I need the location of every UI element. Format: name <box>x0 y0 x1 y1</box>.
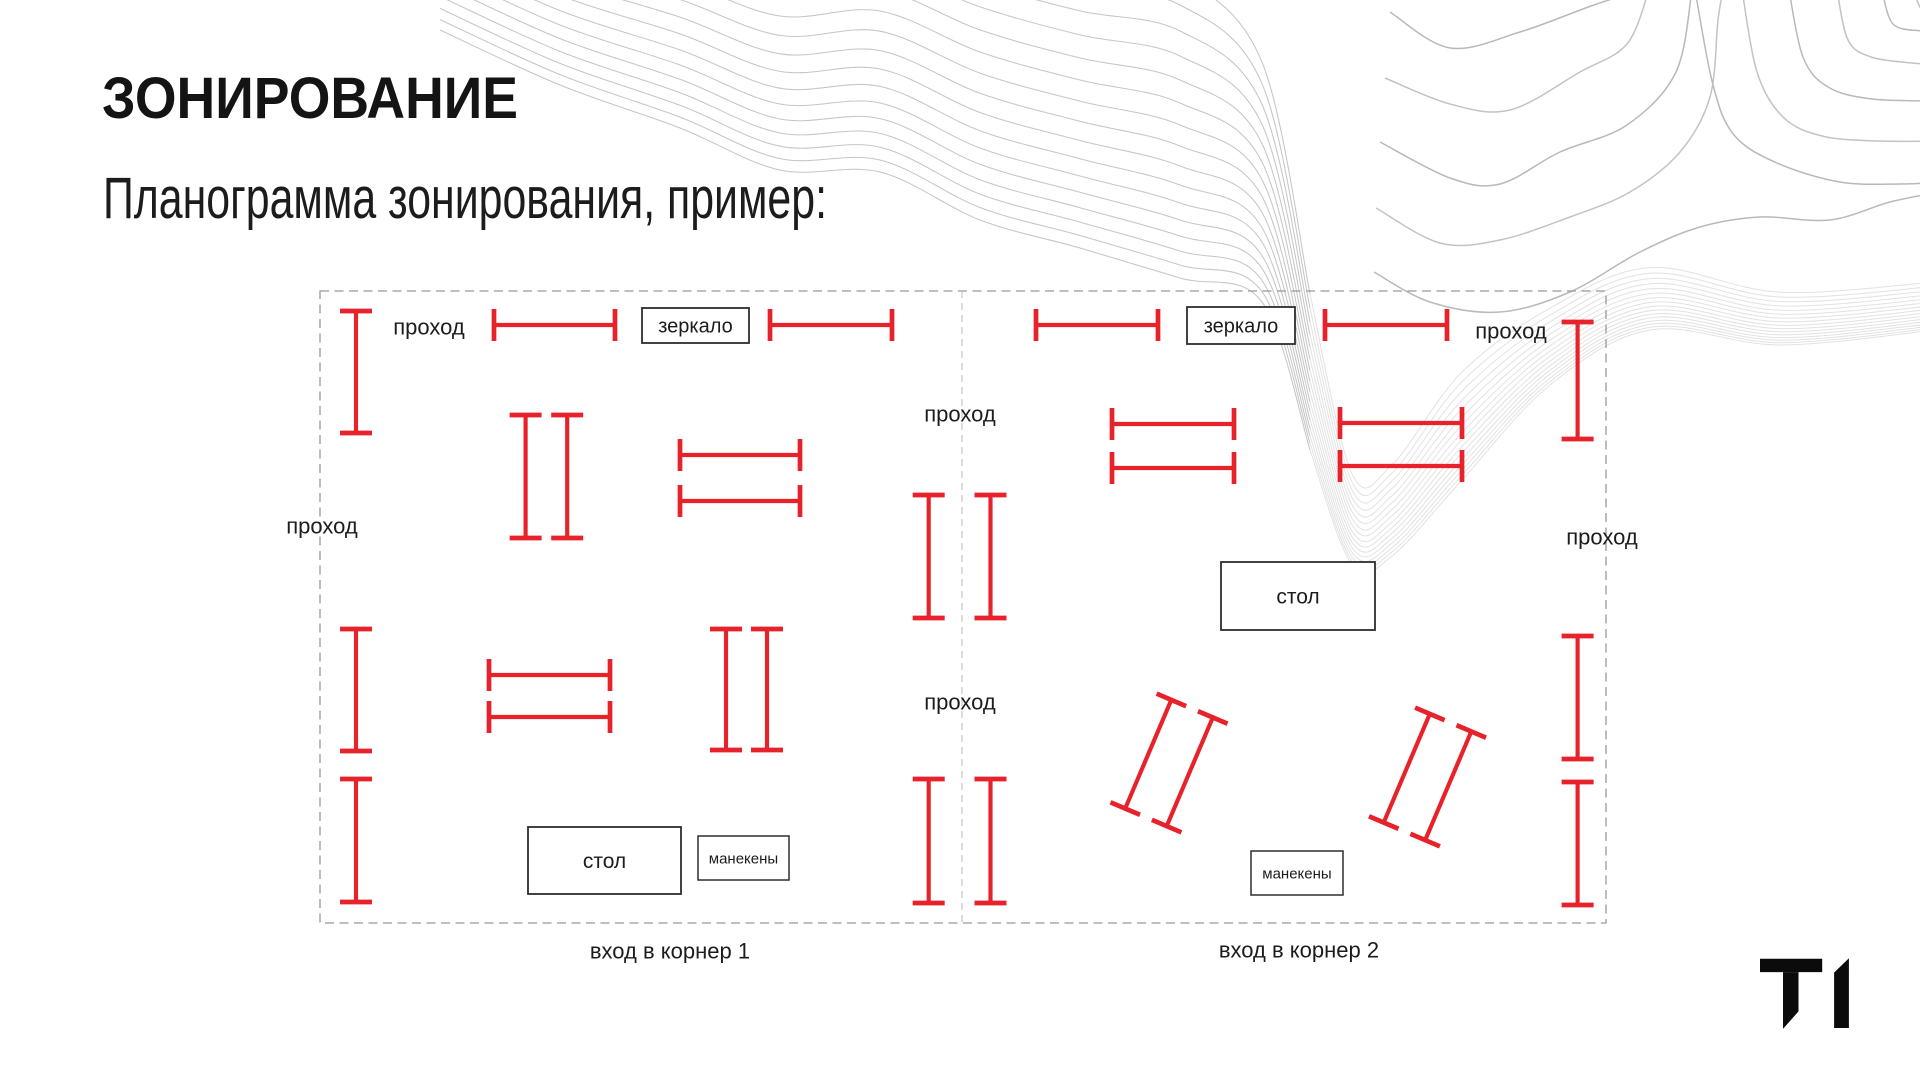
svg-text:зеркало: зеркало <box>658 316 733 338</box>
svg-text:вход в корнер 1: вход в корнер 1 <box>590 939 750 964</box>
svg-text:проход: проход <box>1475 319 1547 344</box>
svg-text:проход: проход <box>1566 525 1638 550</box>
svg-text:проход: проход <box>393 315 465 340</box>
svg-text:вход в корнер 2: вход в корнер 2 <box>1219 938 1379 963</box>
svg-text:проход: проход <box>924 690 996 715</box>
svg-text:зеркало: зеркало <box>1204 316 1279 338</box>
svg-text:Планограмма зонирования, приме: Планограмма зонирования, пример: <box>103 166 827 231</box>
svg-text:ЗОНИРОВАНИЕ: ЗОНИРОВАНИЕ <box>102 66 518 131</box>
svg-text:проход: проход <box>924 402 996 427</box>
svg-text:манекены: манекены <box>1262 866 1331 883</box>
svg-text:стол: стол <box>583 850 626 873</box>
svg-text:манекены: манекены <box>709 851 778 868</box>
svg-text:стол: стол <box>1276 586 1319 609</box>
svg-text:проход: проход <box>286 514 358 539</box>
